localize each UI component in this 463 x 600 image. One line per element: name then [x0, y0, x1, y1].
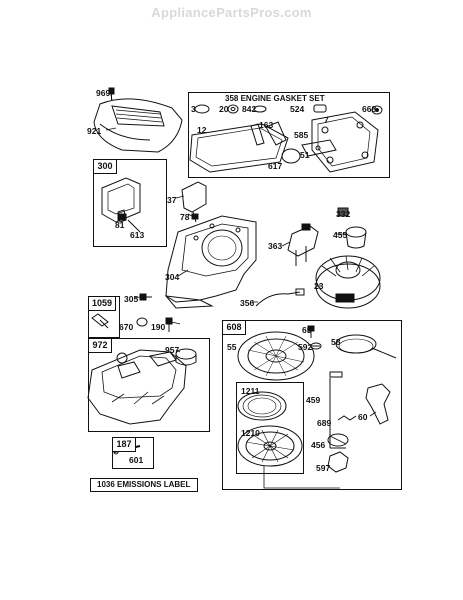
- group-box-608: 608: [222, 320, 402, 490]
- rope-58-icon: [335, 334, 397, 359]
- label-65: 65: [302, 325, 312, 335]
- bolt-190-icon: [165, 317, 173, 332]
- blower-housing-304-icon: [164, 215, 257, 309]
- label-58: 58: [331, 337, 341, 347]
- group-box-972: 972: [88, 338, 210, 432]
- cup-455-icon: [345, 226, 367, 249]
- label-7: 7: [324, 115, 329, 125]
- label-23: 23: [314, 281, 324, 291]
- label-1210: 1210: [241, 428, 260, 438]
- label-597: 597: [316, 463, 331, 473]
- group-box-608-label: 608: [222, 320, 246, 335]
- spring-689-icon: [337, 415, 357, 421]
- group-box-187-label: 187: [112, 437, 136, 452]
- label-81: 81: [115, 220, 125, 230]
- label-55: 55: [227, 342, 237, 352]
- bolt-65-icon: [307, 325, 315, 338]
- group-box-300: 300: [93, 159, 167, 247]
- label-363: 363: [268, 241, 283, 251]
- gasket-set-title: ENGINE GASKET SET: [240, 94, 325, 103]
- label-455: 455: [333, 230, 348, 240]
- label-304: 304: [165, 272, 180, 282]
- label-20: 20: [219, 104, 229, 114]
- label-60: 60: [358, 412, 368, 422]
- label-613: 613: [130, 230, 145, 240]
- label-37: 37: [167, 195, 177, 205]
- label-3: 3: [191, 104, 196, 114]
- bracket-37-icon: [181, 181, 207, 223]
- label-12: 12: [197, 125, 207, 135]
- air-guide-300-icon: [101, 177, 141, 233]
- label-332: 332: [336, 209, 351, 219]
- flywheel-23-icon: [315, 255, 381, 309]
- cap-957-icon: [175, 348, 197, 366]
- engine-gasket-set-box: 358 ENGINE GASKET SET: [188, 92, 390, 178]
- emissions-label-text: 1036 EMISSIONS LABEL: [97, 480, 191, 489]
- label-689: 689: [317, 418, 332, 428]
- screw-305-icon: [139, 293, 152, 301]
- shroud-921-icon: [93, 98, 183, 153]
- label-585: 585: [294, 130, 309, 140]
- label-459: 459: [306, 395, 321, 405]
- label-305: 305: [124, 294, 139, 304]
- label-163: 163: [259, 120, 274, 130]
- gasket-set-number: 358: [225, 94, 239, 103]
- gasket-parts-icon: [189, 104, 383, 173]
- retainer-597-icon: [327, 451, 349, 473]
- group-box-187: 187: [112, 437, 154, 469]
- label-601: 601: [129, 455, 144, 465]
- label-969: 969: [96, 88, 111, 98]
- label-842: 842: [242, 104, 257, 114]
- label-524: 524: [290, 104, 305, 114]
- emissions-label-box: 1036 EMISSIONS LABEL: [90, 478, 198, 492]
- label-957: 957: [165, 345, 180, 355]
- screw-592-icon: [310, 342, 322, 350]
- group-box-972-label: 972: [88, 338, 112, 353]
- fastener-1059-icon: [91, 313, 109, 329]
- label-592: 592: [298, 342, 313, 352]
- label-456: 456: [311, 440, 326, 450]
- group-box-1211-1210: [236, 382, 304, 474]
- spring-1211-icon: [237, 391, 287, 421]
- label-51: 51: [300, 150, 310, 160]
- ground-wire-356-icon: [255, 288, 305, 307]
- group-box-300-label: 300: [93, 159, 117, 174]
- starter-housing-55-icon: [237, 331, 315, 381]
- label-1211: 1211: [241, 386, 260, 396]
- watermark: AppliancePartsPros.com: [151, 5, 312, 20]
- label-78: 78: [180, 212, 190, 222]
- group-box-1059: 1059: [88, 296, 120, 338]
- label-670: 670: [119, 322, 134, 332]
- handle-60-icon: [365, 383, 391, 425]
- label-617: 617: [268, 161, 283, 171]
- pulley-1210-icon: [237, 425, 303, 467]
- label-668: 668: [362, 104, 377, 114]
- label-356: 356: [240, 298, 255, 308]
- label-921: 921: [87, 126, 102, 136]
- plug-670-icon: [136, 317, 148, 327]
- group-box-1059-label: 1059: [88, 296, 116, 311]
- label-190: 190: [151, 322, 166, 332]
- ignition-bracket-363-icon: [287, 223, 319, 266]
- dog-456-icon: [327, 433, 349, 447]
